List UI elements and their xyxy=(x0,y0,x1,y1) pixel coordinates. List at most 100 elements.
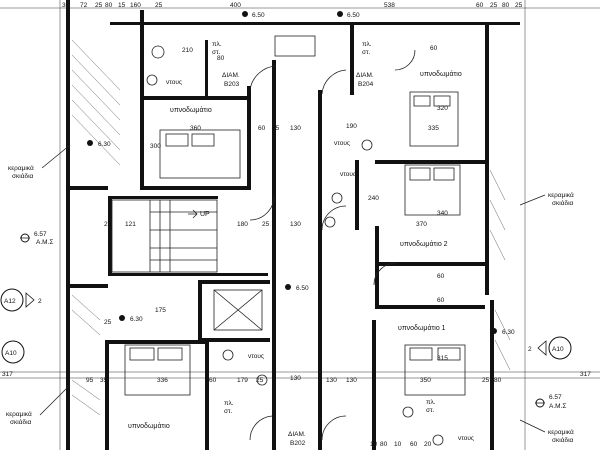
closet-label: πλ. xyxy=(426,399,436,406)
elevation-markers: 6.50 6.50 6.50 6.30 6.30 6.30 xyxy=(87,11,515,336)
room-bedroom-top-right: υπνοδωμάτιο xyxy=(420,70,462,78)
closet-label: πλ. xyxy=(362,41,372,48)
room-bedroom-top-left: υπνοδωμάτιο xyxy=(170,106,212,114)
svg-text:25: 25 xyxy=(262,221,270,228)
interior-dimensions: 210 80 360 300 60 25 130 130 190 335 320… xyxy=(2,45,591,448)
svg-text:Α10: Α10 xyxy=(552,346,564,353)
svg-text:2: 2 xyxy=(38,298,42,305)
svg-text:10: 10 xyxy=(394,441,402,448)
svg-text:180: 180 xyxy=(237,221,248,228)
tile-label: κεραμικά xyxy=(6,410,32,418)
svg-text:336: 336 xyxy=(157,377,168,384)
svg-text:130: 130 xyxy=(290,221,301,228)
elevation-label: 6.50 xyxy=(252,12,265,19)
top-dim: 30 xyxy=(62,2,70,9)
svg-text:360: 360 xyxy=(190,125,201,132)
apartment-label-b203: Β203 xyxy=(224,81,240,88)
roof-tile-hatching xyxy=(71,39,511,416)
svg-text:320: 320 xyxy=(437,105,448,112)
top-dim: 160 xyxy=(130,2,141,9)
svg-text:179: 179 xyxy=(237,377,248,384)
svg-text:60: 60 xyxy=(410,441,418,448)
apartment-label-b203: ΔΙΑΜ. xyxy=(222,72,240,79)
closet-label: στ. xyxy=(212,49,221,56)
svg-text:121: 121 xyxy=(125,221,136,228)
svg-text:95: 95 xyxy=(86,377,94,384)
ams-marker-right: 6.57 Α.Μ.Σ xyxy=(535,394,566,410)
apartment-label-b204: Β204 xyxy=(358,81,374,88)
shower-label: ντους xyxy=(248,353,264,360)
tile-label: σκιάδια xyxy=(552,199,574,207)
apartment-label-b202: ΔΙΑΜ. xyxy=(288,431,306,438)
svg-text:130: 130 xyxy=(290,125,301,132)
svg-text:317: 317 xyxy=(580,371,591,378)
svg-text:60: 60 xyxy=(437,297,445,304)
svg-text:60: 60 xyxy=(437,273,445,280)
apartment-label-b204: ΔΙΑΜ. xyxy=(356,72,374,79)
svg-text:370: 370 xyxy=(416,221,427,228)
svg-text:Α.Μ.Σ: Α.Μ.Σ xyxy=(549,403,566,410)
tile-label: σκιάδια xyxy=(12,172,34,180)
svg-text:25: 25 xyxy=(482,377,490,384)
tile-label: σκιάδια xyxy=(10,418,32,426)
svg-text:25: 25 xyxy=(272,125,280,132)
svg-text:210: 210 xyxy=(182,47,193,54)
section-marker-a10-right: Α10 2 xyxy=(528,336,572,360)
top-dim: 80 xyxy=(502,2,510,9)
top-dim: 25 xyxy=(490,2,498,9)
svg-text:25: 25 xyxy=(104,221,112,228)
room-bedroom-2: υπνοδωμάτιο 2 xyxy=(400,240,448,248)
svg-text:190: 190 xyxy=(346,123,357,130)
svg-text:315: 315 xyxy=(437,355,448,362)
top-dim: 60 xyxy=(476,2,484,9)
top-dim: 538 xyxy=(384,2,395,9)
ams-marker-left: 6.57 Α.Μ.Σ xyxy=(20,231,53,246)
shower-label: ντους xyxy=(340,171,356,178)
elevation-label: 6.50 xyxy=(347,12,360,19)
svg-text:175: 175 xyxy=(155,307,166,314)
beds xyxy=(124,91,466,396)
top-dim: 400 xyxy=(230,2,241,9)
apartment-label-b202: Β202 xyxy=(290,440,306,447)
section-marker-a12: Α12 2 xyxy=(0,288,42,312)
svg-text:130: 130 xyxy=(290,375,301,382)
svg-text:6.57: 6.57 xyxy=(549,394,562,401)
tile-label: κεραμικά xyxy=(8,164,34,172)
sanitary-fixtures xyxy=(146,45,444,446)
svg-text:335: 335 xyxy=(428,125,439,132)
top-dim: 15 xyxy=(118,2,126,9)
shower-label: ντους xyxy=(334,140,350,147)
svg-text:Α10: Α10 xyxy=(5,350,17,357)
svg-text:80: 80 xyxy=(380,441,388,448)
closet-label: στ. xyxy=(224,408,233,415)
top-dim: 25 xyxy=(155,2,163,9)
svg-text:340: 340 xyxy=(437,210,448,217)
svg-text:130: 130 xyxy=(346,377,357,384)
svg-text:317: 317 xyxy=(2,371,13,378)
closet-label: πλ. xyxy=(224,400,234,407)
room-bedroom-1: υπνοδωμάτιο 1 xyxy=(398,324,446,332)
svg-text:2: 2 xyxy=(528,346,532,353)
closet-label: στ. xyxy=(426,407,435,414)
walls xyxy=(66,0,520,450)
svg-text:350: 350 xyxy=(420,377,431,384)
svg-text:130: 130 xyxy=(326,377,337,384)
door-swings xyxy=(249,49,416,441)
closet-label: στ. xyxy=(362,49,371,56)
section-marker-a10-left: Α10 xyxy=(1,340,25,364)
svg-text:10: 10 xyxy=(370,441,378,448)
top-dim: 25 xyxy=(95,2,103,9)
shower-label: ντους xyxy=(166,79,182,86)
svg-text:60: 60 xyxy=(258,125,266,132)
elevation-label: 6.50 xyxy=(296,285,309,292)
elevation-label: 6.30 xyxy=(502,329,515,336)
svg-text:6.57: 6.57 xyxy=(34,231,47,238)
elevation-label: 6.30 xyxy=(130,316,143,323)
svg-text:25: 25 xyxy=(256,377,264,384)
tile-label: σκιάδια xyxy=(552,436,574,444)
top-dim: 72 xyxy=(80,2,88,9)
svg-text:80: 80 xyxy=(494,377,502,384)
room-bedroom-bottom-left: υπνοδωμάτιο xyxy=(128,422,170,430)
top-dim: 80 xyxy=(105,2,113,9)
